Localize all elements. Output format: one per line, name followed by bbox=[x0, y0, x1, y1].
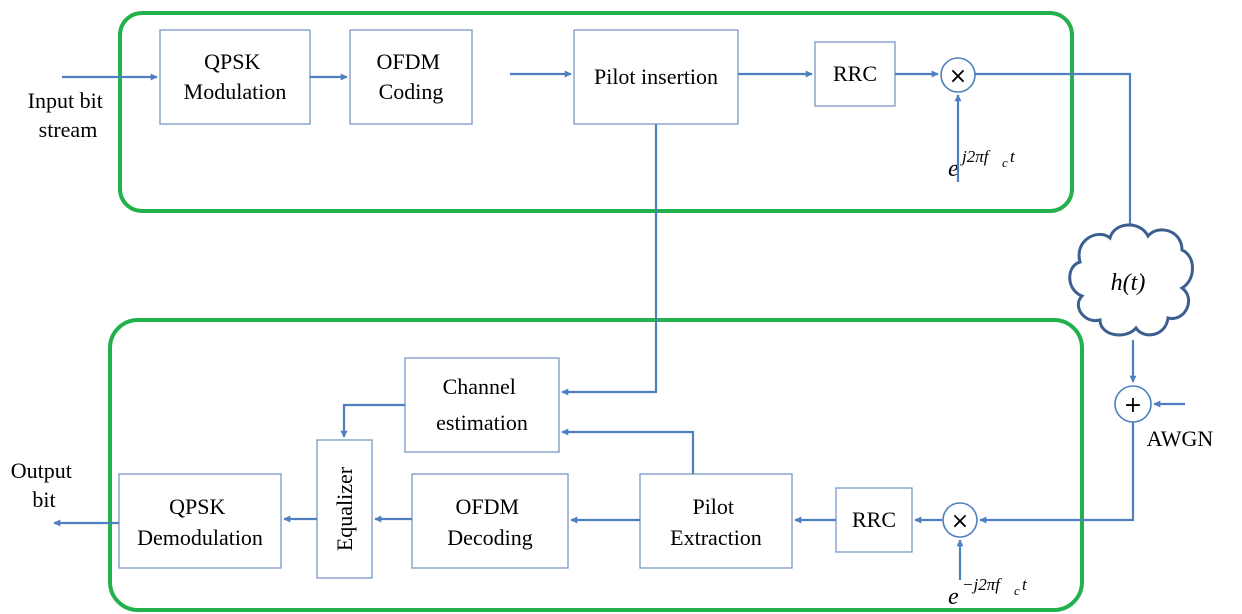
tx-mixer-symbol: × bbox=[949, 64, 967, 89]
channel-estimation-label-line1: Channel bbox=[443, 374, 516, 399]
channel-estimation-label-line2: estimation bbox=[436, 410, 528, 435]
ofdm-decoding-label-line2: Decoding bbox=[447, 525, 533, 550]
equalizer-label: Equalizer bbox=[332, 466, 357, 551]
tx-carrier-label: e j2πf c t bbox=[948, 147, 1016, 182]
awgn-label: AWGN bbox=[1147, 426, 1214, 451]
svg-text:QPSK Demodulation: QPSK Demodulation bbox=[137, 494, 263, 550]
qpsk-demodulation-label-line2: Demodulation bbox=[137, 525, 263, 550]
equalizer-block: Equalizer bbox=[316, 439, 373, 579]
wire-pilot-extraction-to-channel-estimation bbox=[561, 428, 695, 474]
wire-tx-to-channel bbox=[975, 72, 1134, 231]
tx-rrc-label: RRC bbox=[833, 61, 877, 86]
rx-rrc-block: RRC bbox=[835, 487, 913, 553]
svg-text:OFDM Coding: OFDM Coding bbox=[376, 49, 445, 104]
wire-adder-to-rx-mixer bbox=[979, 422, 1135, 524]
svg-text:OFDM Decoding: OFDM Decoding bbox=[447, 494, 533, 550]
svg-text:Pilot Extraction: Pilot Extraction bbox=[670, 494, 762, 550]
noise-adder: + bbox=[1114, 385, 1152, 423]
output-bit-label: Output bit bbox=[11, 458, 78, 512]
svg-text:QPSK Modulation: QPSK Modulation bbox=[184, 49, 287, 104]
input-bit-stream-label: Input bit stream bbox=[28, 88, 109, 142]
noise-adder-symbol: + bbox=[1124, 393, 1142, 418]
pilot-extraction-block: Pilot Extraction bbox=[639, 473, 793, 569]
svg-text:Channel estimation: Channel estimation bbox=[436, 374, 528, 435]
pilot-insertion-label: Pilot insertion bbox=[594, 64, 718, 89]
channel-estimation-block: Channel estimation bbox=[404, 357, 560, 453]
rx-rrc-label: RRC bbox=[852, 507, 896, 532]
wire-channel-estimation-to-equalizer bbox=[340, 403, 405, 438]
qpsk-demodulation-label-line1: QPSK bbox=[169, 494, 225, 519]
pilot-extraction-label-line1: Pilot bbox=[692, 494, 734, 519]
ofdm-coding-block: OFDM Coding bbox=[349, 29, 473, 125]
rx-mixer: × bbox=[942, 502, 978, 538]
channel-response-label: h(t) bbox=[1111, 270, 1146, 296]
ofdm-coding-label-line1: OFDM bbox=[376, 49, 440, 74]
qpsk-modulation-label-line2: Modulation bbox=[184, 79, 287, 104]
tx-mixer: × bbox=[940, 57, 976, 93]
qpsk-demodulation-block: QPSK Demodulation bbox=[118, 473, 282, 569]
ofdm-decoding-label-line1: OFDM bbox=[455, 494, 519, 519]
ofdm-decoding-block: OFDM Decoding bbox=[411, 473, 569, 569]
rx-mixer-symbol: × bbox=[951, 509, 969, 534]
ofdm-coding-label-line2: Coding bbox=[379, 79, 444, 104]
qpsk-modulation-label-line1: QPSK bbox=[204, 49, 260, 74]
qpsk-modulation-block: QPSK Modulation bbox=[159, 29, 311, 125]
transmitter-group-border bbox=[118, 11, 1074, 213]
wire-pilot-insertion-to-channel-estimation bbox=[561, 124, 658, 396]
tx-rrc-block: RRC bbox=[814, 41, 896, 107]
pilot-insertion-block: Pilot insertion bbox=[573, 29, 739, 125]
receiver-group-border bbox=[108, 318, 1084, 612]
pilot-extraction-label-line2: Extraction bbox=[670, 525, 762, 550]
rx-carrier-label: e −j2πf c t bbox=[948, 575, 1028, 610]
channel-cloud: h(t) bbox=[1068, 223, 1194, 337]
